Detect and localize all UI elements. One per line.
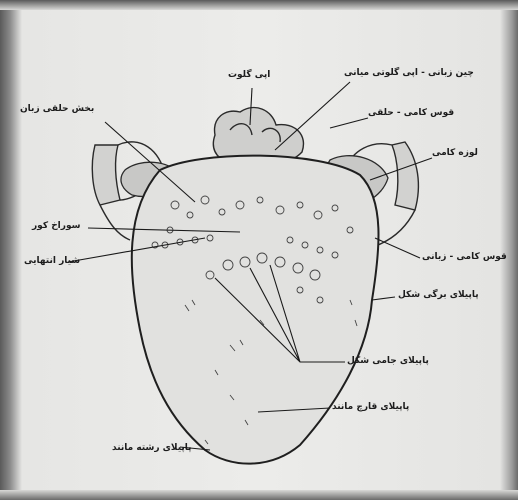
- label-palatine-tonsil: لوزه کامی: [432, 148, 478, 159]
- label-fungiform-papillae: پاپیلای قارچ مانند: [332, 402, 409, 413]
- label-palatoglossal-arch: قوس کامی - زبانی: [422, 252, 507, 263]
- label-palatopharyngeal-arch: قوس کامی - حلقی: [368, 108, 454, 119]
- label-terminal-sulcus: شیار انتهایی: [24, 256, 80, 267]
- label-pharyngeal-part: بخش حلقی زبان: [20, 104, 94, 115]
- leader-palatoglossal: [375, 238, 420, 258]
- label-foliate-papillae: پاپیلای برگی شکل: [398, 290, 479, 301]
- label-filiform-papillae: پاپیلای رشته مانند: [112, 443, 192, 454]
- label-epiglottis: اپی گلوت: [228, 70, 270, 81]
- label-vallate-papillae: پاپیلای جامی شکل: [347, 356, 429, 367]
- label-foramen-cecum: سوراخ کور: [32, 221, 80, 232]
- label-glosso-epiglottic-fold: چین زبانی - اپی گلوتی میانی: [344, 68, 474, 79]
- leader-glosso-epiglottic: [275, 82, 350, 150]
- leader-palatopharyngeal: [330, 118, 368, 128]
- leader-foliate: [372, 297, 395, 300]
- tongue-body: [132, 156, 379, 464]
